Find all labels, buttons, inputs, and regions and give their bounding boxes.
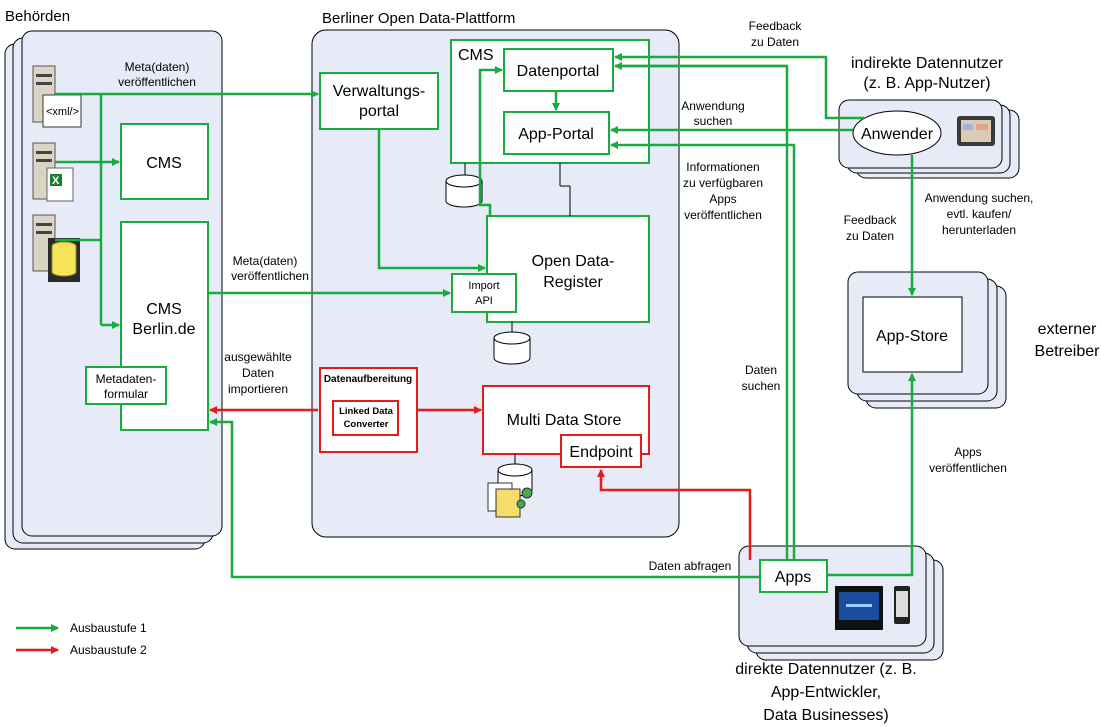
feedback-mid-line1: Feedback (844, 213, 898, 227)
cms-berlin-line1: CMS (146, 301, 182, 318)
cms-database-icon (445, 163, 483, 208)
multi-data-store-label: Multi Data Store (507, 412, 622, 429)
indirect-users-line1: indirekte Datennutzer (851, 55, 1004, 72)
external-line1: externer (1038, 321, 1097, 338)
multi-store-database-icon (487, 454, 533, 518)
informationen-line1: Informationen (686, 160, 759, 174)
plattform-title: Berliner Open Data-Plattform (322, 10, 515, 27)
indirect-users-line2: (z. B. App-Nutzer) (863, 75, 990, 92)
anwendung-suchen-line2: suchen (694, 114, 733, 128)
monitor-icon (835, 586, 883, 630)
anwendung-suchen-line1: Anwendung (681, 99, 744, 113)
meta-publish-1-line1: Meta(daten) (125, 60, 190, 74)
svg-text:X: X (52, 175, 60, 187)
xml-label: <xml/> (46, 106, 79, 118)
cms-berlin-line2: Berlin.de (132, 321, 195, 338)
feedback-mid-line2: zu Daten (846, 229, 894, 243)
cms-platform-label: CMS (458, 47, 494, 64)
behoerden-title: Behörden (5, 8, 70, 25)
meta-publish-2-line2: veröffentlichen (231, 269, 309, 283)
app-store-box (862, 296, 963, 373)
legend-label-2: Ausbaustufe 2 (70, 643, 147, 657)
daten-abfragen-label: Daten abfragen (649, 559, 732, 573)
direct-users-line1: direkte Datennutzer (z. B. (735, 661, 916, 678)
datenportal-label: Datenportal (517, 63, 600, 80)
red-connections (209, 406, 752, 560)
server-excel-icon: X (32, 142, 74, 202)
import-api-box (451, 273, 517, 313)
meta-publish-1-line2: veröffentlichen (118, 75, 196, 89)
datenaufbereitung-label: Datenaufbereitung (324, 374, 412, 385)
verwaltungsportal-line2: portal (359, 103, 399, 120)
cms-small-label: CMS (146, 155, 182, 172)
app-portal-label: App-Portal (518, 126, 594, 143)
anwender-label: Anwender (861, 126, 934, 143)
phone-icon (894, 586, 910, 624)
feedback-top-line1: Feedback (749, 19, 803, 33)
anwendung-kaufen-line2: evtl. kaufen/ (947, 207, 1012, 221)
apps-publish-line1: Apps (954, 445, 981, 459)
endpoint-box (560, 434, 642, 468)
legend: Ausbaustufe 1 Ausbaustufe 2 (16, 621, 147, 657)
anwender-node (852, 110, 942, 156)
open-data-register-line1: Open Data- (532, 253, 615, 270)
app-store-label: App-Store (876, 328, 948, 345)
daten-suchen-line1: Daten (745, 363, 777, 377)
anwendung-kaufen-line3: herunterladen (942, 223, 1016, 237)
daten-suchen-line2: suchen (742, 379, 781, 393)
anwendung-kaufen-line1: Anwendung suchen, (925, 191, 1034, 205)
green-connections (55, 53, 916, 579)
import-api-line2: API (475, 295, 493, 307)
selected-import-line3: importieren (228, 382, 288, 396)
linked-data-converter-box (332, 400, 399, 436)
informationen-line4: veröffentlichen (684, 208, 762, 222)
linked-data-converter-line2: Converter (344, 419, 389, 430)
endpoint-label: Endpoint (569, 444, 633, 461)
import-api-line1: Import (468, 280, 499, 292)
open-data-register-line2: Register (543, 274, 603, 291)
informationen-line2: zu verfügbaren (683, 176, 763, 190)
metadaten-formular-box (85, 366, 167, 405)
app-portal-box (503, 111, 610, 155)
datenportal-box (503, 48, 614, 92)
legend-label-1: Ausbaustufe 1 (70, 621, 147, 635)
external-line2: Betreiber (1035, 343, 1101, 360)
informationen-line3: Apps (709, 192, 736, 206)
selected-import-line2: Daten (242, 366, 274, 380)
direct-users-line3: Data Businesses) (763, 707, 888, 724)
tablet-icon (957, 116, 995, 146)
apps-label: Apps (775, 569, 811, 586)
metadaten-formular-line1: Metadaten- (96, 372, 157, 386)
verwaltungsportal-box (319, 72, 439, 130)
server-database-icon (32, 214, 80, 282)
cms-small-box (120, 123, 209, 200)
selected-import-line1: ausgewählte (224, 350, 292, 364)
direct-users-line2: App-Entwickler, (771, 684, 881, 701)
meta-publish-2-line1: Meta(daten) (233, 254, 298, 268)
linked-data-converter-line1: Linked Data (339, 406, 394, 417)
verwaltungsportal-line1: Verwaltungs- (333, 83, 426, 100)
apps-publish-line2: veröffentlichen (929, 461, 1007, 475)
metadaten-formular-line2: formular (104, 387, 148, 401)
register-database-icon (493, 322, 531, 365)
feedback-top-line2: zu Daten (751, 35, 799, 49)
